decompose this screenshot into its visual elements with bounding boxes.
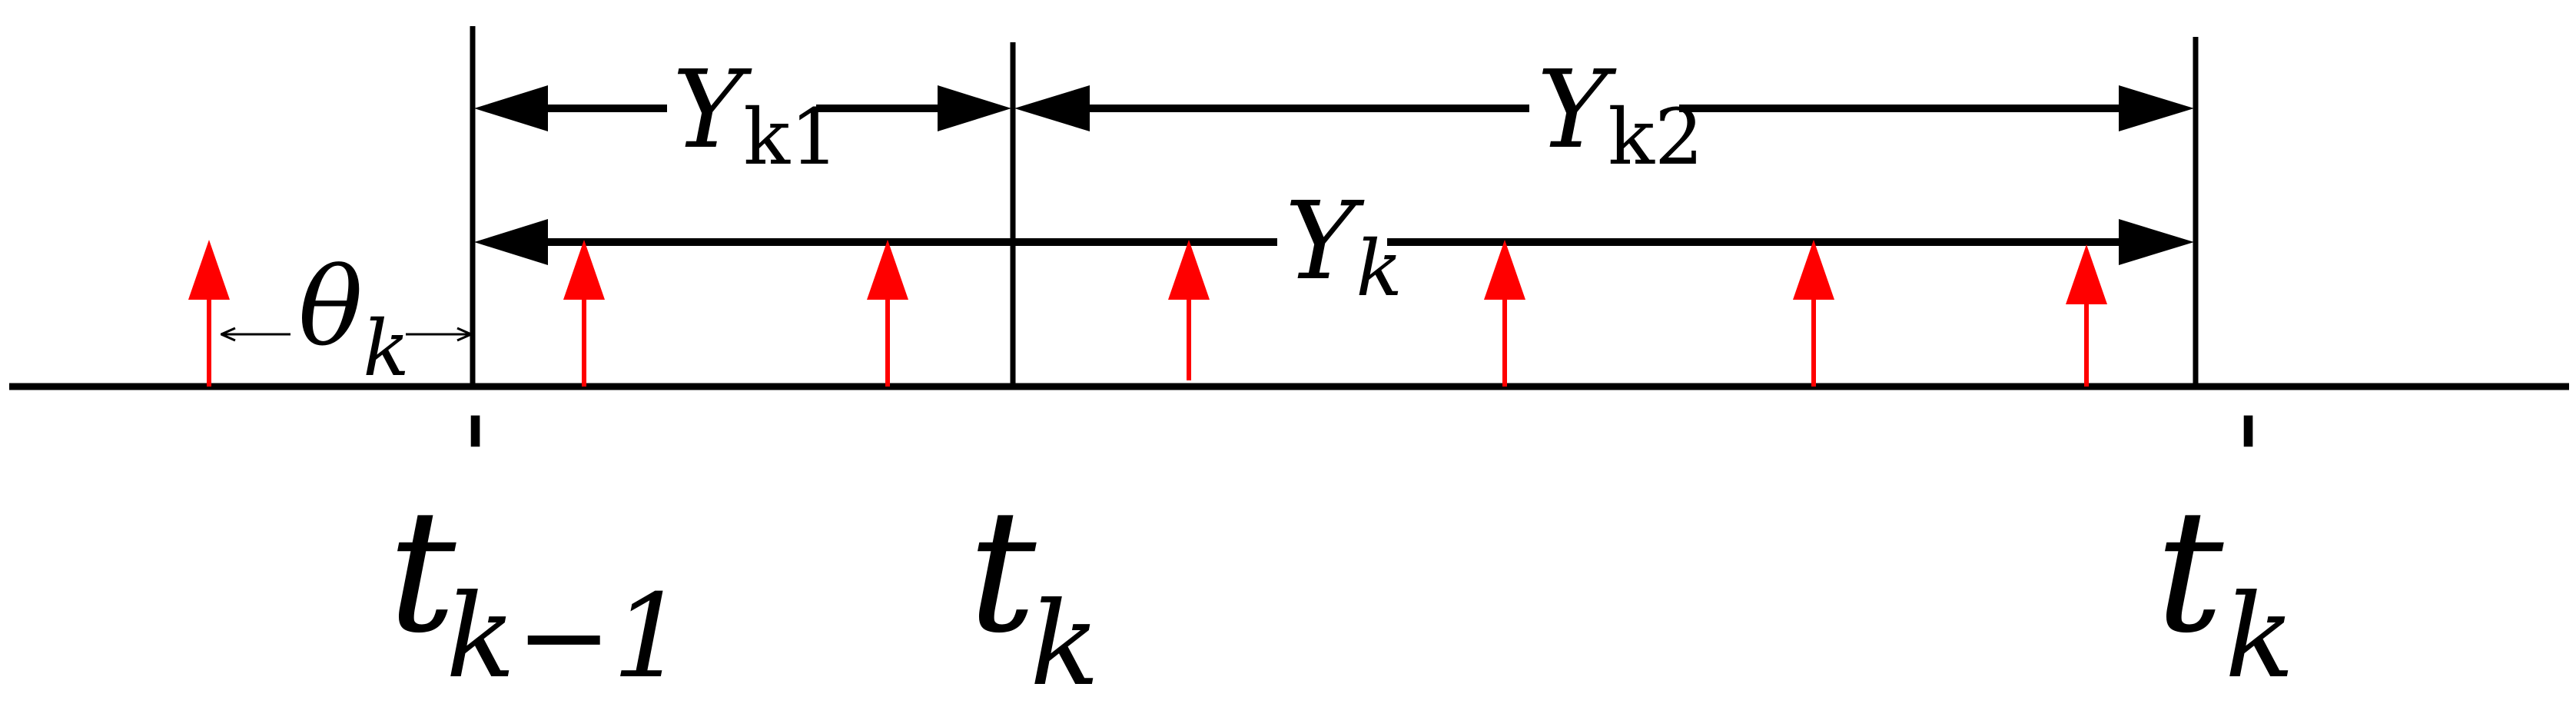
svg-text:θk: θk bbox=[298, 245, 410, 393]
t-k-sub: k bbox=[1030, 578, 1100, 707]
theta-k-sub: k bbox=[363, 304, 410, 393]
theta-k-main: θ bbox=[298, 245, 363, 370]
interval-theta-k: θk bbox=[221, 245, 471, 393]
event-arrows bbox=[188, 240, 2107, 387]
svg-text:Yk: Yk bbox=[1285, 179, 1403, 314]
event-arrow-1 bbox=[188, 240, 230, 387]
t-k-main: t bbox=[968, 473, 1037, 670]
y-k-main: Y bbox=[1285, 179, 1365, 304]
arrowhead-left bbox=[474, 85, 548, 131]
interval-y-k: Yk bbox=[474, 179, 2194, 314]
label-t-k: tk bbox=[968, 473, 1100, 707]
t-prime-k-minus-1-main: t bbox=[388, 473, 456, 670]
event-arrow-6 bbox=[1793, 240, 1834, 387]
y-k2-main: Y bbox=[1537, 48, 1617, 173]
y-k2-sub: k2 bbox=[1608, 92, 1703, 182]
event-arrow-7 bbox=[2066, 244, 2107, 387]
t-prime-k-minus-1-sub: k−1 bbox=[446, 570, 685, 704]
svg-text:Yk2: Yk2 bbox=[1537, 48, 1704, 182]
t-prime-k-prime: ' bbox=[2232, 393, 2264, 527]
arrowhead-right bbox=[2119, 219, 2194, 265]
t-prime-k-sub: k bbox=[2225, 570, 2295, 704]
y-k-sub: k bbox=[1356, 224, 1403, 314]
arrowhead-right bbox=[938, 85, 1011, 131]
arrowhead-left bbox=[1014, 85, 1090, 131]
svg-text:Yk1: Yk1 bbox=[672, 48, 839, 182]
label-t-prime-k-minus-1: t' k−1 bbox=[388, 393, 685, 704]
event-arrow-4 bbox=[1168, 240, 1210, 380]
interval-y-k2: Yk2 bbox=[1014, 48, 2194, 182]
y-k1-sub: k1 bbox=[743, 92, 838, 182]
label-t-prime-k: t' k bbox=[2156, 393, 2295, 704]
t-prime-k-minus-1-prime: ' bbox=[460, 393, 491, 527]
arrowhead-right bbox=[2119, 85, 2194, 131]
t-prime-k-main: t bbox=[2156, 473, 2224, 670]
interval-y-k1: Yk1 bbox=[474, 48, 1011, 182]
y-k1-main: Y bbox=[672, 48, 752, 173]
event-arrow-2 bbox=[563, 240, 605, 387]
event-arrow-3 bbox=[867, 240, 908, 387]
event-arrow-5 bbox=[1484, 240, 1525, 387]
arrowhead-left bbox=[474, 219, 548, 265]
